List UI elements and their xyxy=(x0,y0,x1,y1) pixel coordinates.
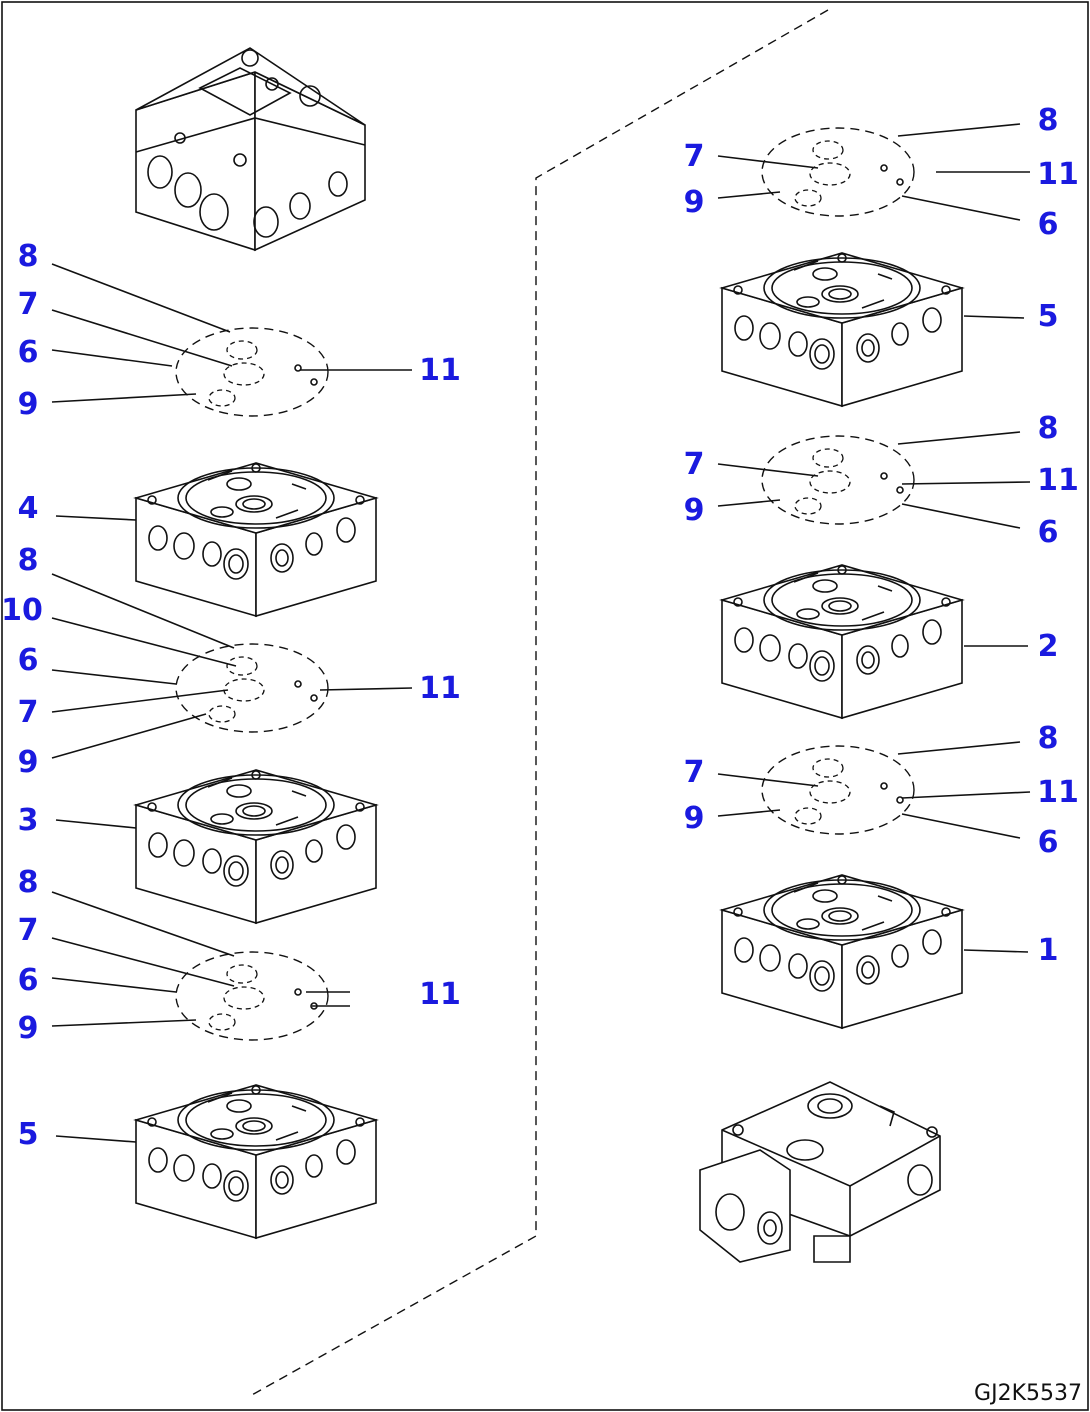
leader-valve-4 xyxy=(55,515,137,521)
leader-valve-1 xyxy=(963,949,1029,953)
callout-left-g3-6: 6 xyxy=(18,963,39,998)
callout-left-g2-11: 11 xyxy=(419,671,461,706)
callout-left-body-5: 5 xyxy=(18,1117,39,1152)
callout-left-g2-10: 10 xyxy=(1,593,43,628)
callout-right-g1-11: 11 xyxy=(1037,157,1079,192)
leader-valve-5-left xyxy=(55,1135,137,1143)
callout-left-g3-7: 7 xyxy=(18,913,39,948)
callout-right-g1-7: 7 xyxy=(684,139,705,174)
valve-section-5-left xyxy=(135,1084,377,1239)
leaders-right-2 xyxy=(717,431,1031,529)
callout-right-g1-6: 6 xyxy=(1038,207,1059,242)
callout-right-g2-11: 11 xyxy=(1037,463,1079,498)
callout-left-g3-9: 9 xyxy=(18,1011,39,1046)
callout-right-g3-9: 9 xyxy=(684,801,705,836)
gasket-left-2 xyxy=(175,643,329,733)
callout-left-g2-6: 6 xyxy=(18,643,39,678)
leader-valve-5-right xyxy=(963,315,1025,319)
callout-right-g1-9: 9 xyxy=(684,185,705,220)
callout-left-body-4: 4 xyxy=(18,491,39,526)
leaders-right-1 xyxy=(717,123,1030,221)
callout-left-g2-8: 8 xyxy=(18,543,39,578)
inlet-cover-bottom xyxy=(699,1081,941,1263)
callout-right-g2-7: 7 xyxy=(684,447,705,482)
leaders-right-3 xyxy=(717,741,1031,839)
leaders-left-2 xyxy=(51,573,413,759)
valve-section-4 xyxy=(135,462,377,617)
callout-right-body-5: 5 xyxy=(1038,299,1059,334)
callout-right-g3-7: 7 xyxy=(684,755,705,790)
callout-left-g1-8: 8 xyxy=(18,239,39,274)
valve-section-2 xyxy=(721,564,963,719)
callout-right-body-1: 1 xyxy=(1038,933,1059,968)
callout-left-g3-11: 11 xyxy=(419,977,461,1012)
callout-right-g3-8: 8 xyxy=(1038,721,1059,756)
gasket-right-1 xyxy=(761,127,915,217)
valve-section-5-right xyxy=(721,252,963,407)
valve-section-3 xyxy=(135,769,377,924)
callout-left-g3-8: 8 xyxy=(18,865,39,900)
callout-left-g1-9: 9 xyxy=(18,387,39,422)
valve-section-1 xyxy=(721,874,963,1029)
gasket-left-1 xyxy=(175,327,329,417)
callout-right-g2-8: 8 xyxy=(1038,411,1059,446)
callout-left-g1-7: 7 xyxy=(18,287,39,322)
callout-right-body-2: 2 xyxy=(1038,629,1059,664)
leaders-left-1 xyxy=(51,263,412,403)
callout-left-g1-6: 6 xyxy=(18,335,39,370)
callout-right-g1-8: 8 xyxy=(1038,103,1059,138)
callout-right-g3-6: 6 xyxy=(1038,825,1059,860)
callout-left-g1-11: 11 xyxy=(419,353,461,388)
drawing-code: GJ2K5537 xyxy=(974,1381,1082,1406)
callout-left-body-3: 3 xyxy=(18,803,39,838)
leader-valve-3 xyxy=(55,819,137,829)
gasket-right-2 xyxy=(761,435,915,525)
gasket-right-3 xyxy=(761,745,915,835)
callout-right-g2-9: 9 xyxy=(684,493,705,528)
assembly-axis xyxy=(249,9,829,1397)
callout-left-g2-7: 7 xyxy=(18,695,39,730)
callout-right-g2-6: 6 xyxy=(1038,515,1059,550)
leaders-left-3 xyxy=(51,891,350,1027)
callout-left-g2-9: 9 xyxy=(18,745,39,780)
callout-right-g3-11: 11 xyxy=(1037,775,1079,810)
end-cover-top xyxy=(135,47,366,252)
gasket-left-3 xyxy=(175,951,329,1041)
